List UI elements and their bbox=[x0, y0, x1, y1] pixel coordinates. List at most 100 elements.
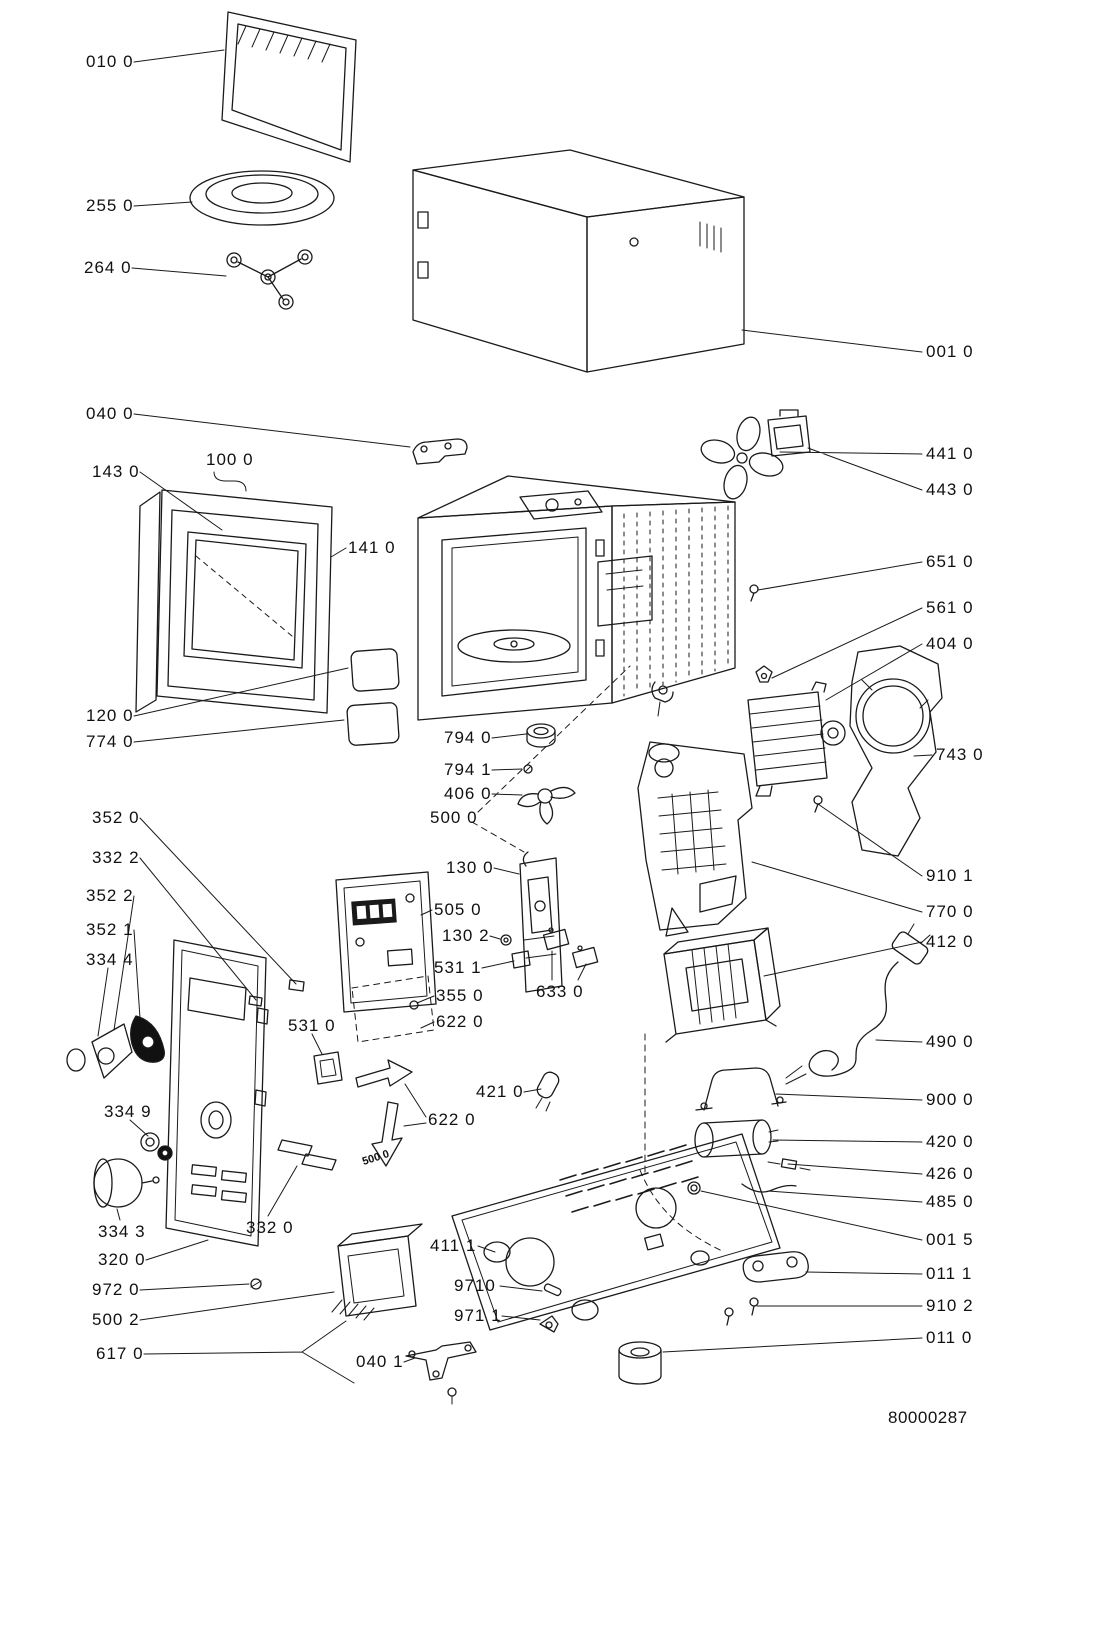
part-label-404-0: 404 0 bbox=[926, 634, 974, 653]
part-screw-794 bbox=[523, 764, 533, 774]
part-label-505-0: 505 0 bbox=[434, 900, 482, 919]
part-door-switch bbox=[313, 1051, 343, 1085]
part-air-duct bbox=[849, 645, 943, 857]
part-washer-130-2 bbox=[500, 934, 512, 946]
part-label-490-0: 490 0 bbox=[926, 1032, 974, 1051]
part-label-651-0: 651 0 bbox=[926, 552, 974, 571]
part-label-794-1: 794 1 bbox=[444, 760, 492, 779]
part-transformer bbox=[663, 927, 781, 1043]
part-roller-support bbox=[226, 249, 313, 310]
part-label-100-0: 100 0 bbox=[206, 450, 254, 469]
part-label-774-0: 774 0 bbox=[86, 732, 134, 751]
part-label-334-3: 334 3 bbox=[98, 1222, 146, 1241]
part-label-617-0: 617 0 bbox=[96, 1344, 144, 1363]
part-label-531-0: 531 0 bbox=[288, 1016, 336, 1035]
part-cap bbox=[526, 723, 556, 748]
part-fasteners-971 bbox=[539, 1283, 562, 1333]
document-number: 80000287 bbox=[888, 1408, 968, 1427]
part-bracket-top bbox=[412, 438, 468, 465]
part-label-633-0: 633 0 bbox=[536, 982, 584, 1001]
part-label-561-0: 561 0 bbox=[926, 598, 974, 617]
part-label-910-1: 910 1 bbox=[926, 866, 974, 885]
part-label-352-2: 352 2 bbox=[86, 886, 134, 905]
part-screws-910-2 bbox=[724, 1297, 759, 1326]
part-label-352-1: 352 1 bbox=[86, 920, 134, 939]
part-socket bbox=[651, 681, 674, 717]
part-bracket-bottom bbox=[405, 1341, 477, 1405]
part-screw-972 bbox=[250, 1278, 262, 1290]
part-microswitches bbox=[542, 927, 599, 969]
part-label-411-1: 411 1 bbox=[430, 1236, 477, 1255]
part-label-352-0: 352 0 bbox=[92, 808, 140, 827]
part-fan-blade bbox=[700, 416, 784, 500]
part-knob-rings bbox=[140, 1132, 173, 1161]
part-capacitor bbox=[694, 1119, 779, 1158]
part-label-485-0: 485 0 bbox=[926, 1192, 974, 1211]
part-label-971-1: 971 1 bbox=[454, 1306, 502, 1325]
part-nut-001-5 bbox=[687, 1181, 701, 1195]
part-label-421-0: 421 0 bbox=[476, 1082, 524, 1101]
part-clips-lower bbox=[277, 1139, 337, 1171]
part-support-frame bbox=[637, 741, 753, 937]
part-label-040-1: 040 1 bbox=[356, 1352, 404, 1371]
part-fan-motor bbox=[767, 409, 811, 457]
part-label-143-0: 143 0 bbox=[92, 462, 140, 481]
part-latch bbox=[519, 851, 563, 993]
part-label-500-2: 500 2 bbox=[92, 1310, 140, 1329]
part-label-001-5: 001 5 bbox=[926, 1230, 974, 1249]
dashed-reference-lines bbox=[351, 665, 646, 1177]
leader-lines bbox=[97, 49, 933, 1384]
part-cone-hook bbox=[66, 1015, 165, 1079]
part-knob bbox=[93, 1158, 160, 1208]
part-base bbox=[451, 1133, 781, 1331]
part-label-332-2: 332 2 bbox=[92, 848, 140, 867]
part-control-panel bbox=[165, 939, 269, 1247]
part-cabinet bbox=[412, 149, 745, 373]
part-label-011-0: 011 0 bbox=[926, 1328, 973, 1347]
part-label-443-0: 443 0 bbox=[926, 480, 974, 499]
part-label-426-0: 426 0 bbox=[926, 1164, 974, 1183]
part-door-window bbox=[221, 11, 357, 163]
part-label-040-0: 040 0 bbox=[86, 404, 134, 423]
part-label-334-9: 334 9 bbox=[104, 1102, 152, 1121]
part-diode bbox=[767, 1158, 811, 1171]
part-label-770-0: 770 0 bbox=[926, 902, 974, 921]
part-label-255-0: 255 0 bbox=[86, 196, 134, 215]
part-label-412-0: 412 0 bbox=[926, 932, 974, 951]
part-label-141-0: 141 0 bbox=[348, 538, 396, 557]
part-label-420-0: 420 0 bbox=[926, 1132, 974, 1151]
part-foot-bracket bbox=[742, 1251, 809, 1283]
part-screw-651 bbox=[749, 584, 759, 602]
part-label-332-0: 332 0 bbox=[246, 1218, 294, 1237]
part-door bbox=[135, 471, 333, 714]
part-label-971-0: 9710 bbox=[454, 1276, 496, 1295]
part-label-264-0: 264 0 bbox=[84, 258, 132, 277]
part-waveguide-covers bbox=[346, 648, 400, 746]
part-label-531-1: 531 1 bbox=[434, 958, 482, 977]
part-label-010-0: 010 0 bbox=[86, 52, 134, 71]
part-label-794-0: 794 0 bbox=[444, 728, 492, 747]
part-label-622-0b: 622 0 bbox=[428, 1110, 476, 1129]
part-wire-485 bbox=[741, 1183, 797, 1193]
part-label-900-0: 900 0 bbox=[926, 1090, 974, 1109]
part-label-355-0: 355 0 bbox=[436, 986, 484, 1005]
part-turntable-plate bbox=[189, 170, 335, 226]
part-label-334-4: 334 4 bbox=[86, 950, 134, 969]
part-label-320-0: 320 0 bbox=[98, 1250, 146, 1269]
part-label-130-2: 130 2 bbox=[442, 926, 490, 945]
part-label-500-0a: 500 0 bbox=[430, 808, 478, 827]
part-label-743-0: 743 0 bbox=[936, 745, 984, 764]
part-label-011-1: 011 1 bbox=[926, 1264, 973, 1283]
part-stirrer bbox=[517, 786, 576, 825]
part-label-972-0: 972 0 bbox=[92, 1280, 140, 1299]
part-latch-switch bbox=[511, 950, 531, 969]
part-lamp bbox=[535, 1071, 560, 1112]
part-lv-transformer bbox=[331, 1223, 423, 1321]
part-label-001-0: 001 0 bbox=[926, 342, 974, 361]
part-arrows bbox=[355, 1059, 413, 1167]
part-control-board bbox=[335, 871, 437, 1013]
part-foot bbox=[618, 1341, 662, 1385]
part-magnetron bbox=[747, 681, 846, 797]
